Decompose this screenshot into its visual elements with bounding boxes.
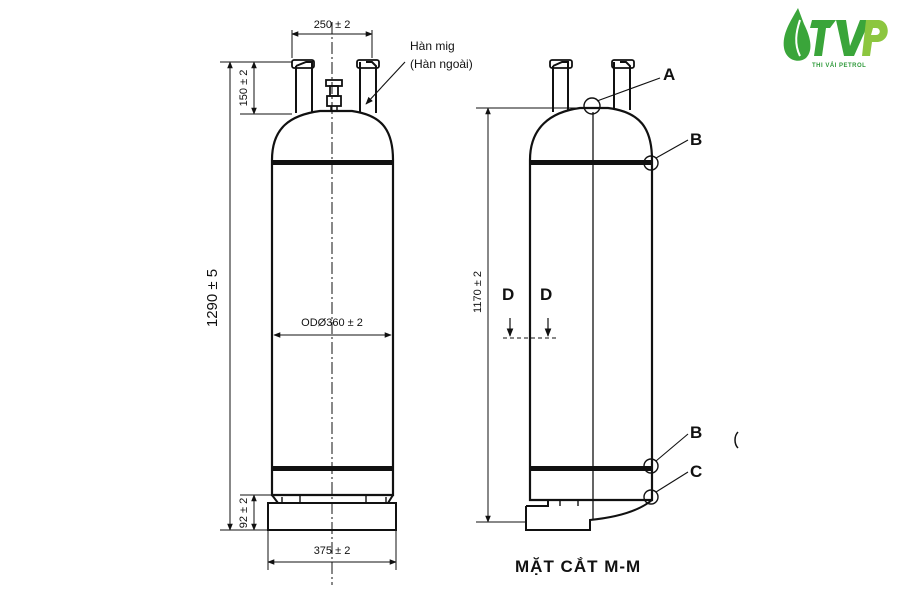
section-valve-collar: [552, 61, 631, 112]
valve-icon: [325, 79, 343, 112]
marker-a: A: [663, 65, 675, 84]
dim-top-width: 250 ± 2: [314, 19, 351, 31]
marker-d-left: D: [502, 285, 514, 304]
front-collar-rim-right: [356, 59, 380, 69]
section-view: A B B C 1170 ± 2 D D MẶT CẮT M-M: [472, 59, 739, 576]
front-collar-rim-left: [291, 59, 315, 69]
logo-letters-icon: [810, 20, 870, 56]
logo-company-name: THI VẢI PETROL: [812, 62, 866, 69]
front-valve-collar: [295, 61, 377, 113]
dim-body-height: 1170 ± 2: [472, 271, 484, 313]
weld-note-line1: Hàn mig: [410, 39, 455, 53]
weld-note-line2: (Hàn ngoài): [410, 57, 473, 71]
marker-d-right: D: [540, 285, 552, 304]
dim-foot-height: 92 ± 2: [238, 498, 250, 529]
section-title: MẶT CẮT M-M: [515, 557, 641, 576]
detail-circle-a: [583, 97, 601, 115]
section-cylinder-outline: [528, 106, 654, 502]
dim-base-width: 375 ± 2: [314, 545, 351, 557]
detail-circle-c: [643, 489, 659, 505]
marker-c: C: [690, 462, 702, 481]
dim-total-height: 1290 ± 5: [204, 269, 221, 327]
front-view: Hàn mig (Hàn ngoài) 250 ± 2 150 ± 2 1290…: [204, 19, 473, 585]
section-foot-ring: [525, 499, 653, 531]
dim-diameter: ODØ360 ± 2: [301, 317, 363, 329]
detail-circle-b-bottom: [643, 458, 659, 474]
company-logo: THI VẢI PETROL: [783, 8, 888, 69]
marker-b-top: B: [690, 130, 702, 149]
front-cylinder-outline: [270, 109, 395, 497]
detail-circle-b-top: [643, 155, 659, 171]
dim-valve-height: 150 ± 2: [238, 70, 250, 107]
marker-b-bottom: B: [690, 423, 702, 442]
